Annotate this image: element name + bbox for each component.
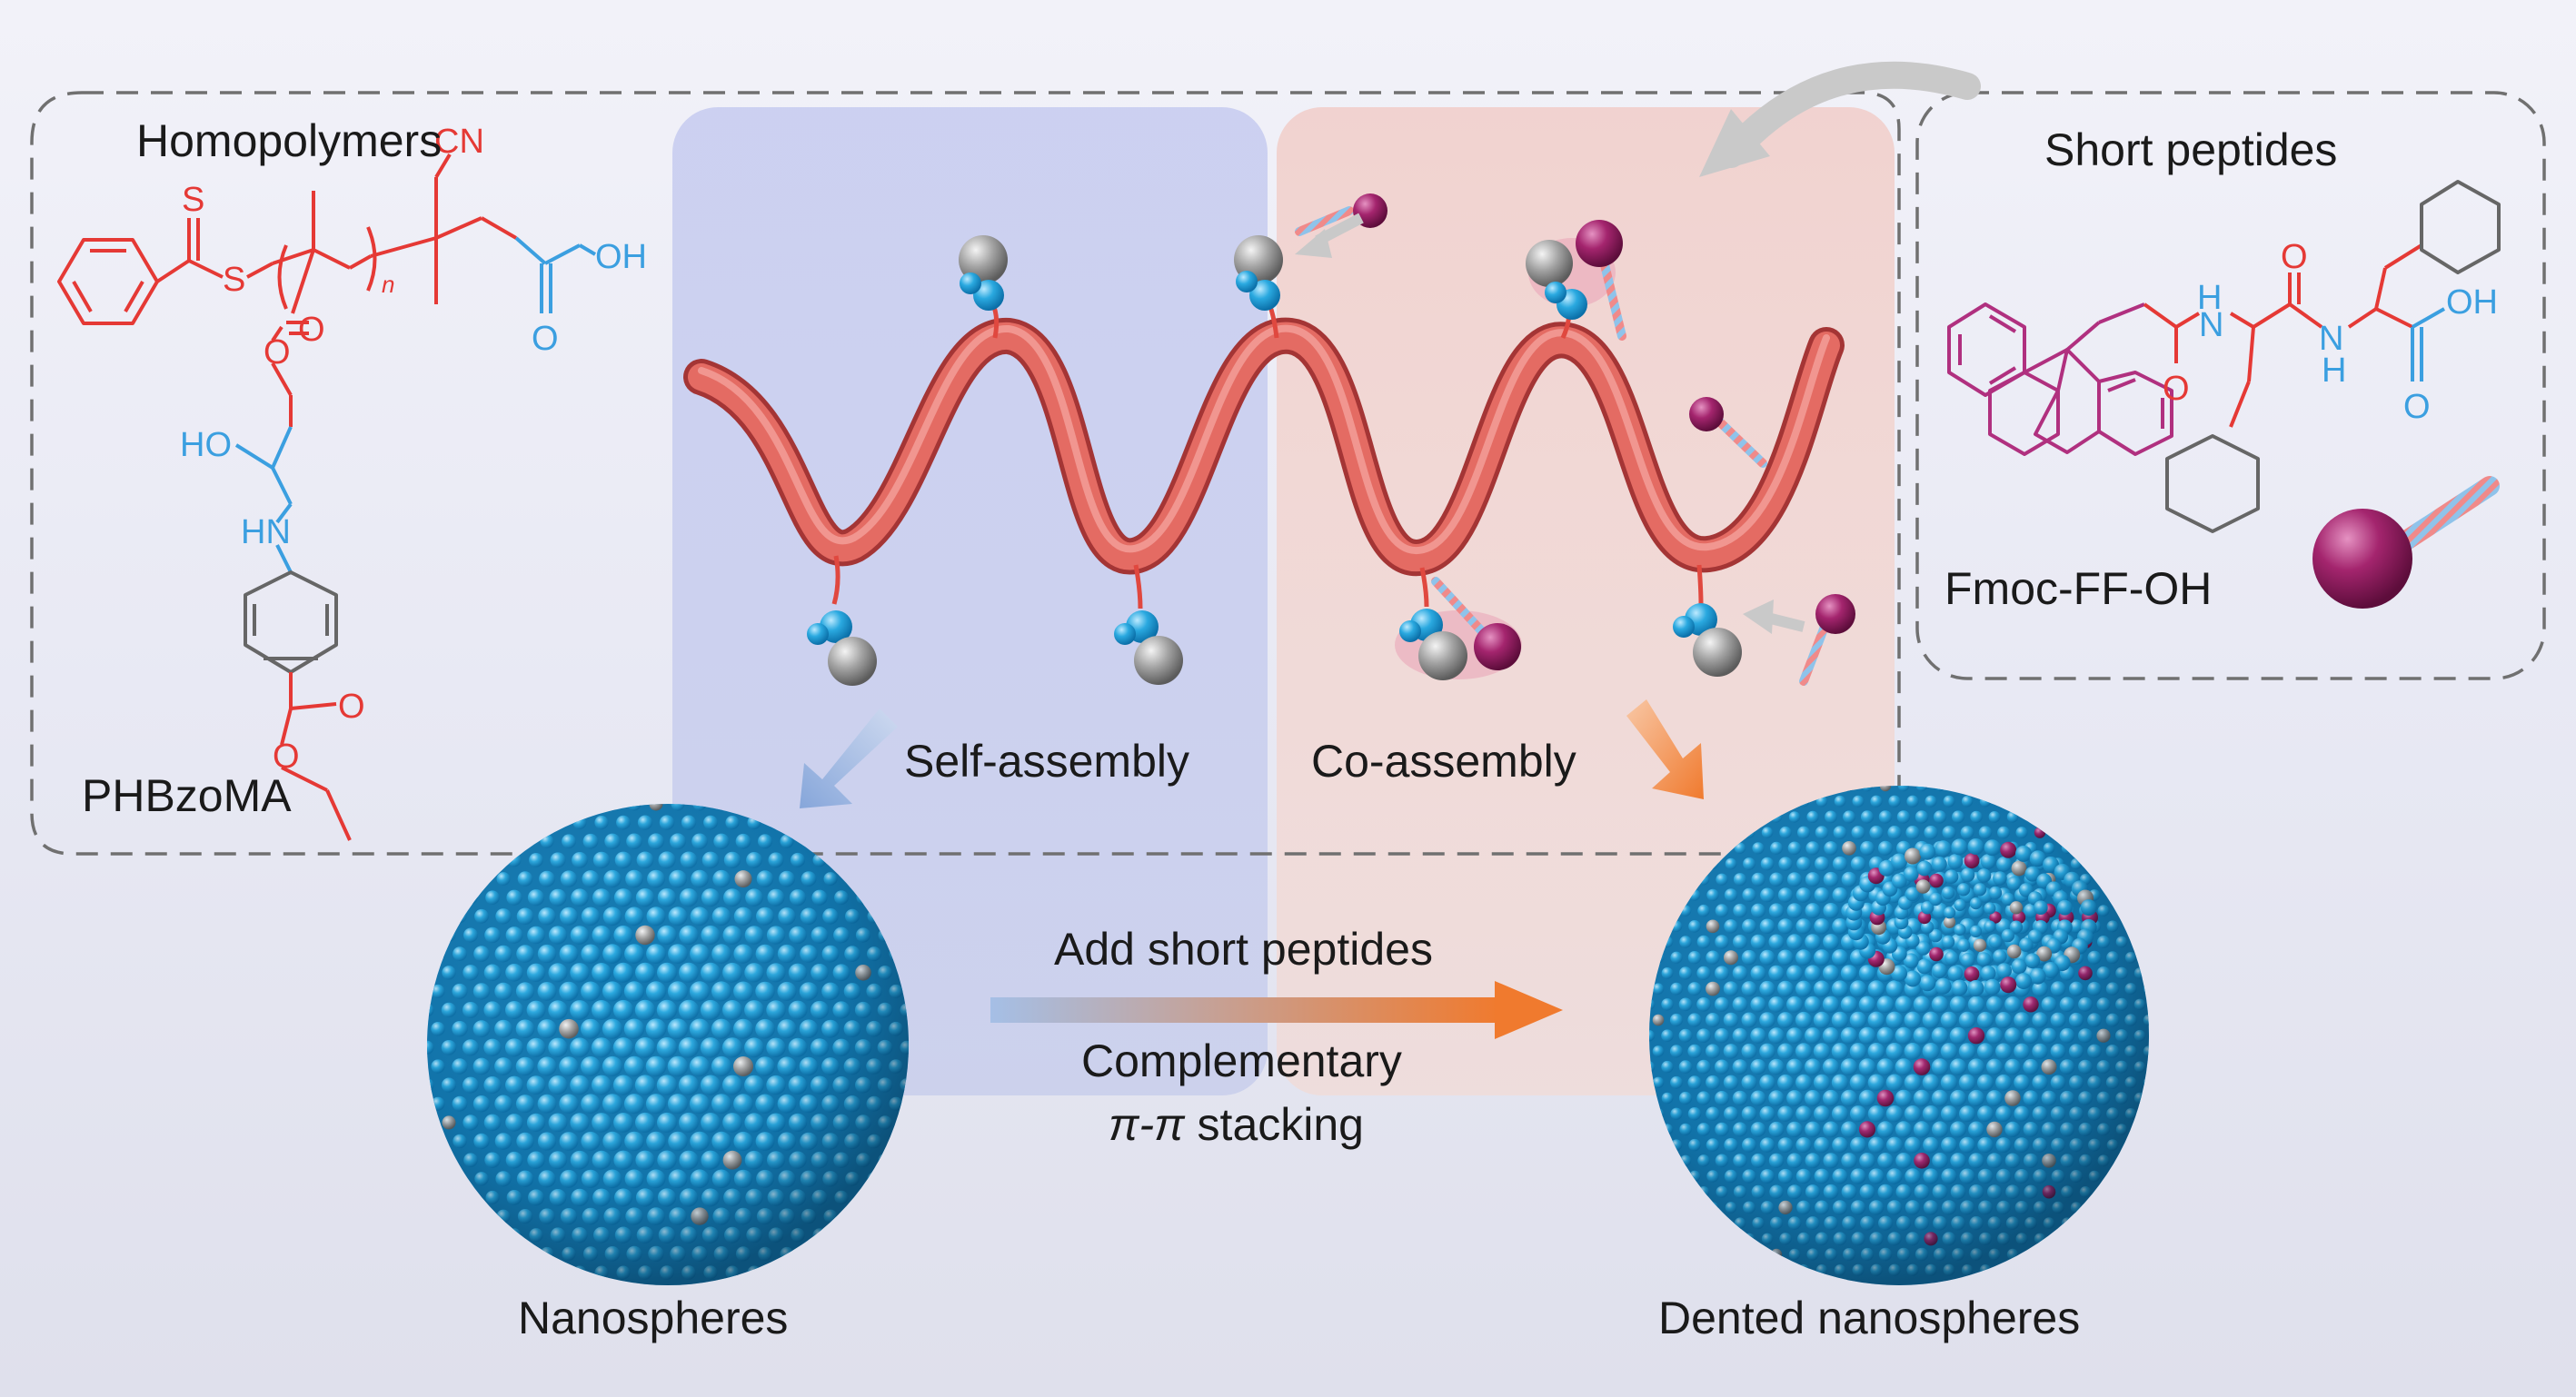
chem-O-ethyl2: O <box>273 738 300 776</box>
label-add-peptides: Add short peptides <box>1054 924 1433 975</box>
self-assembly-panel <box>672 107 1268 1095</box>
label-fmoc: Fmoc-FF-OH <box>1944 563 2212 614</box>
label-self-assembly: Self-assembly <box>904 736 1189 787</box>
label-complementary: Complementary <box>1081 1035 1402 1086</box>
label-co-assembly: Co-assembly <box>1311 736 1576 787</box>
phbzoma-structure <box>57 153 597 841</box>
label-short-peptides: Short peptides <box>2044 124 2337 175</box>
chem-S-mid: S <box>223 261 245 299</box>
chem-CN: CN <box>434 123 484 161</box>
label-phbzoma: PHBzoMA <box>82 770 292 821</box>
text-labels: Homopolymers Short peptides PHBzoMA Fmoc… <box>82 115 2337 1343</box>
chem-O-ethyl1: O <box>338 688 365 726</box>
co-assembly-arrow <box>1626 699 1704 799</box>
chem-HO: HO <box>180 426 232 464</box>
chem-f-N2: N <box>2319 320 2343 358</box>
blue-bead <box>605 804 620 811</box>
chem-n: n <box>382 271 394 298</box>
nanosphere-left <box>427 804 909 1285</box>
chem-labels: S S n CN OH O O O HO HN O O H N O O N H … <box>180 123 2498 776</box>
peptide-icon <box>2312 476 2500 609</box>
curved-arrow <box>1717 61 1981 168</box>
self-assembly-arrow <box>800 708 898 808</box>
chem-HN: HN <box>241 513 291 551</box>
label-pi: π-π <box>1109 1099 1186 1150</box>
chem-S-top: S <box>182 181 204 219</box>
fmoc-structure <box>1947 180 2501 533</box>
label-nanospheres: Nanospheres <box>518 1293 788 1343</box>
add-peptides-arrow <box>990 997 1499 1023</box>
chem-f-O2: O <box>2281 238 2308 276</box>
helix <box>683 317 1845 576</box>
label-homopolymers: Homopolymers <box>136 115 442 166</box>
blue-bead <box>431 946 445 961</box>
chem-f-H1: H <box>2197 279 2222 317</box>
chem-f-N1: N <box>2199 306 2223 344</box>
chem-f-O1: O <box>2163 370 2190 408</box>
chem-O-ester: O <box>298 311 325 349</box>
nanosphere-right-dented <box>1649 786 2149 1285</box>
chem-O-acid: O <box>532 320 559 358</box>
chem-OH: OH <box>595 238 647 276</box>
side-groups <box>807 193 1855 686</box>
curved-arrow-head <box>1699 109 1770 177</box>
chem-f-H2: H <box>2322 352 2346 390</box>
label-stacking: stacking <box>1185 1099 1364 1150</box>
chem-f-OH: OH <box>2446 283 2498 322</box>
chem-O-chain: O <box>264 333 291 372</box>
add-peptides-arrowhead <box>1495 981 1563 1039</box>
chem-f-O3: O <box>2403 388 2431 426</box>
label-dented-nanospheres: Dented nanospheres <box>1658 1293 2080 1343</box>
label-pi-stacking: π-π stacking <box>1109 1099 1364 1150</box>
peptide-frame <box>1915 91 2546 680</box>
